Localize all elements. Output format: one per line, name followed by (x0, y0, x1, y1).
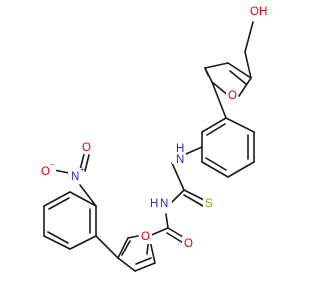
furan-bottom-oxygen-label: O (141, 231, 150, 243)
nh-top-n-label: N (176, 154, 184, 166)
bonds (43, 21, 255, 272)
furan-top-oxygen-label: O (228, 90, 237, 102)
nitro-minus-charge: − (50, 160, 55, 169)
carbonyl-oxygen-label: O (184, 238, 193, 250)
nitro-plus-charge: + (80, 165, 85, 174)
molecule-canvas: OH O H N S H N O O N + O − O (40, 4, 267, 272)
nitro-nitrogen-label: N (71, 171, 79, 183)
nh-mid-n-label: N (160, 198, 168, 210)
structure-diagram: OH O H N S H N O O N + O − O (40, 4, 267, 272)
atom-labels: OH O H N S H N O O N + O − O (40, 4, 267, 250)
nh-mid-h-label: H (150, 198, 158, 210)
nitro-oxygen-minus-label: O (41, 166, 50, 178)
hydroxyl-label: OH (250, 6, 267, 18)
nh-top-h-label: H (176, 143, 184, 155)
nitro-oxygen-label: O (82, 142, 91, 154)
thiourea-sulfur-label: S (205, 198, 213, 210)
